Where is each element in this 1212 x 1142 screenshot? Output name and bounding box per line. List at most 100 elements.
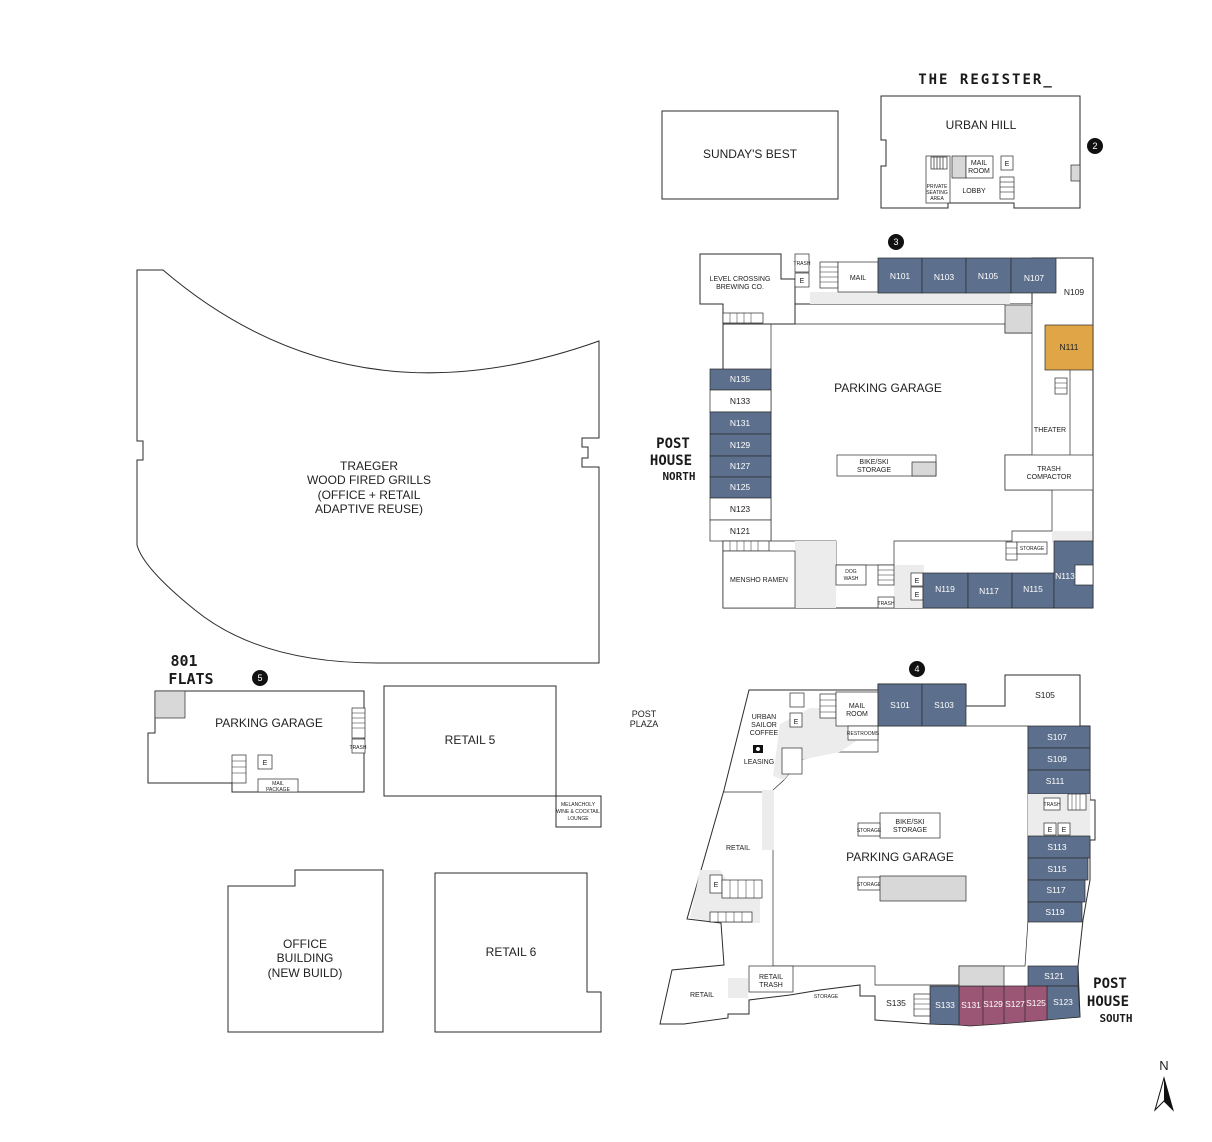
traeger-label-1: TRAEGER: [340, 459, 398, 473]
801-flats-trash: [351, 738, 366, 754]
unit-n105-label: N105: [978, 271, 999, 281]
trash-compactor-label-1: TRASH: [1037, 466, 1061, 473]
melancholy-label-2: WINE & COCKTAIL: [556, 809, 600, 815]
north-corridor-se: [1052, 531, 1092, 543]
mensho-ramen[interactable]: [722, 550, 796, 609]
lobby-label: LOBBY: [962, 188, 986, 195]
restrooms-label: RESTROOMS: [847, 731, 880, 737]
badge-5[interactable]: [252, 670, 268, 686]
office-label-2: BUILDING: [277, 951, 334, 965]
unit-n135-label: N135: [730, 374, 751, 384]
unit-n101[interactable]: [877, 257, 923, 294]
north-mail-label: MAIL: [850, 275, 866, 282]
north-east-stair: [1054, 377, 1068, 395]
south-parking-label: PARKING GARAGE: [846, 850, 954, 864]
south-elevator-3: [1057, 822, 1071, 836]
urban-hill-stair-2: [999, 176, 1015, 200]
south-elevator: [789, 712, 803, 728]
unit-s101[interactable]: [877, 683, 923, 727]
north-trash-label: TRASH: [794, 261, 811, 267]
unit-s117-label: S117: [1046, 885, 1065, 895]
unit-n119[interactable]: [922, 572, 969, 609]
unit-n111-label: N111: [1059, 342, 1078, 352]
office-building[interactable]: [227, 869, 384, 1033]
801-flats-logo-2: FLATS: [168, 670, 213, 688]
urban-sailor-label-1: URBAN: [752, 714, 777, 721]
unit-n117[interactable]: [967, 572, 1013, 609]
801-flats-elevator: [257, 754, 273, 770]
post-house-south-logo-3: SOUTH: [1099, 1012, 1132, 1025]
north-mail-room: [837, 261, 879, 293]
sundays-best-label: SUNDAY'S BEST: [703, 147, 798, 161]
south-trash: [1043, 797, 1061, 811]
unit-s103-label: S103: [934, 700, 954, 710]
unit-s111[interactable]: [1027, 769, 1091, 795]
south-parking-garage[interactable]: [772, 725, 1029, 986]
unit-n113[interactable]: [1053, 540, 1094, 609]
south-trash-label: TRASH: [1044, 802, 1061, 808]
unit-n109-label: N109: [1064, 287, 1085, 297]
badge-3-label: 3: [893, 237, 898, 247]
north-parking-garage[interactable]: [770, 323, 1053, 566]
office-label-3: (NEW BUILD): [268, 966, 343, 980]
unit-s129-label: S129: [983, 999, 1003, 1009]
unit-n115-label: N115: [1023, 584, 1043, 594]
south-storage-block: [879, 875, 967, 902]
unit-n113-label: N113: [1055, 571, 1075, 581]
urban-sailor-label-3: COFFEE: [750, 730, 779, 737]
south-small-rooms: [781, 747, 803, 775]
north-elevator-2-label: E: [915, 578, 920, 585]
unit-n129-label: N129: [730, 440, 751, 450]
unit-n105[interactable]: [965, 257, 1012, 294]
unit-n107[interactable]: [1010, 257, 1057, 294]
801-flats-mail: [257, 778, 299, 793]
private-seating-label-3: AREA: [930, 196, 944, 202]
traeger-label-2: WOOD FIRED GRILLS: [307, 473, 431, 487]
badge-4[interactable]: [909, 661, 925, 677]
badge-5-label: 5: [257, 673, 262, 683]
urban-sailor-label-2: SAILOR: [751, 722, 777, 729]
unit-n119-label: N119: [935, 584, 955, 594]
camera-lens-icon: [756, 747, 760, 751]
elevator-label: E: [1005, 161, 1010, 168]
north-service-block: [1004, 304, 1033, 334]
unit-n111[interactable]: [1044, 324, 1094, 371]
unit-s121-label: S121: [1044, 971, 1064, 981]
post-house-north-logo-3: NORTH: [662, 470, 695, 483]
north-storage-label: STORAGE: [1020, 546, 1045, 552]
dog-wash-label-2: WASH: [844, 576, 859, 582]
unit-n125-label: N125: [730, 482, 751, 492]
unit-s123-label: S123: [1053, 997, 1073, 1007]
unit-n115[interactable]: [1011, 572, 1055, 609]
traeger-building[interactable]: [136, 269, 600, 664]
unit-n103-label: N103: [934, 272, 955, 282]
badge-2[interactable]: [1087, 138, 1103, 154]
unit-n113-nook: [1074, 564, 1094, 586]
unit-s103[interactable]: [921, 683, 967, 727]
south-corridor-west: [762, 790, 774, 850]
the-register-logo: THE REGISTER_: [918, 72, 1054, 88]
unit-n103[interactable]: [921, 257, 967, 294]
unit-s101-label: S101: [890, 700, 910, 710]
south-stair-s: [913, 993, 931, 1017]
retail-6-building[interactable]: [434, 872, 602, 1033]
trash-compactor[interactable]: [1004, 454, 1094, 491]
post-plaza-label-1: POST: [632, 709, 657, 719]
south-bike-storage[interactable]: [879, 812, 941, 839]
mail-room[interactable]: [965, 155, 994, 179]
south-retail-label-1: RETAIL: [726, 845, 750, 852]
urban-hill-label: URBAN HILL: [946, 118, 1017, 132]
801-flats-mail-label-1: MAIL: [272, 781, 284, 787]
sundays-best-building[interactable]: [661, 110, 839, 200]
north-stair: [819, 261, 839, 289]
801-flats-service: [154, 690, 186, 719]
north-trash-2-label: TRASH: [878, 601, 895, 607]
south-sw-stair-2: [709, 911, 753, 923]
badge-3[interactable]: [888, 234, 904, 250]
level-crossing-brewing[interactable]: [699, 253, 796, 325]
urban-hill-core: [951, 155, 967, 179]
melancholy-lounge[interactable]: [555, 795, 602, 828]
north-bike-label-1: BIKE/SKI: [859, 459, 888, 466]
unit-s119[interactable]: [1027, 901, 1083, 923]
south-elevator-4-label: E: [714, 882, 719, 889]
